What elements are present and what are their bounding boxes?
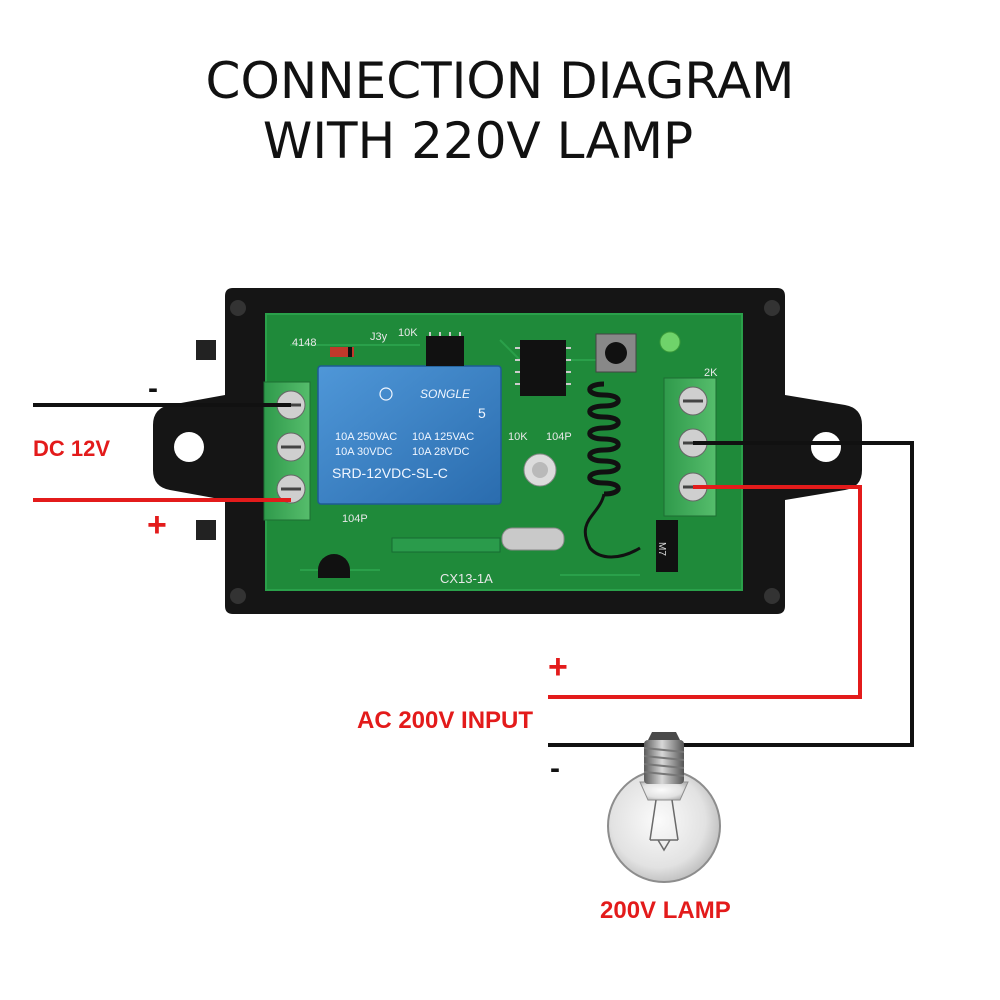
ac-negative-sign: - [550, 752, 560, 785]
diode [330, 347, 354, 357]
ac-input-label: AC 200V INPUT [357, 707, 534, 734]
silk-res-2: 10K [508, 431, 528, 443]
dc-positive-sign: + [147, 506, 167, 544]
mount-hole-left [174, 432, 204, 462]
silk-res-3: 2K [704, 367, 718, 379]
lamp-label: 200V LAMP [600, 897, 731, 924]
relay-rating-right-2: 10A 28VDC [412, 446, 470, 458]
relay-rating-left-1: 10A 250VAC [335, 431, 397, 443]
light-bulb-icon [607, 732, 721, 883]
silk-cap: 104P [342, 513, 368, 525]
diode-m7 [656, 520, 678, 572]
silk-diode: 4148 [292, 337, 316, 349]
silk-j: J3y [370, 331, 388, 343]
ac-positive-sign: + [548, 648, 568, 686]
relay-rating-left-2: 10A 30VDC [335, 446, 393, 458]
coil-antenna-icon [583, 381, 641, 559]
relay-icon: SONGLE 5 10A 250VAC 10A 30VDC 10A 125VAC… [317, 365, 502, 505]
silk-res-1: 10K [398, 327, 418, 339]
crystal [501, 527, 565, 551]
relay-cert-number: 5 [478, 405, 486, 421]
relay-brand: SONGLE [420, 387, 471, 401]
status-led [659, 331, 681, 353]
ic-chip-2 [515, 340, 571, 396]
silk-cap-2: 104P [546, 431, 572, 443]
dc-voltage-label: DC 12V [33, 436, 111, 461]
push-button [595, 333, 637, 373]
ic-chip-1 [426, 332, 464, 366]
relay-rating-right-1: 10A 125VAC [412, 431, 474, 443]
ac-neutral-wire [548, 441, 914, 747]
mount-hole-right [811, 432, 841, 462]
terminal-block-ac [663, 377, 717, 517]
relay-model: SRD-12VDC-SL-C [332, 465, 448, 481]
silk-m7: M7 [656, 542, 667, 556]
ac-live-wire [548, 485, 862, 699]
diagram-title-line-2: WITH 220V LAMP [262, 112, 694, 170]
silk-bottom: CX13-1A [440, 571, 493, 586]
pcb-board: SONGLE 5 10A 250VAC 10A 30VDC 10A 125VAC… [263, 313, 743, 591]
screw-terminal-positive [276, 474, 306, 504]
dc-negative-sign: - [148, 372, 158, 405]
transistor [318, 554, 350, 578]
screw-terminal-nc [678, 386, 708, 416]
screw-terminal-middle [276, 432, 306, 462]
diagram-title-line-1: CONNECTION DIAGRAM [205, 52, 795, 110]
